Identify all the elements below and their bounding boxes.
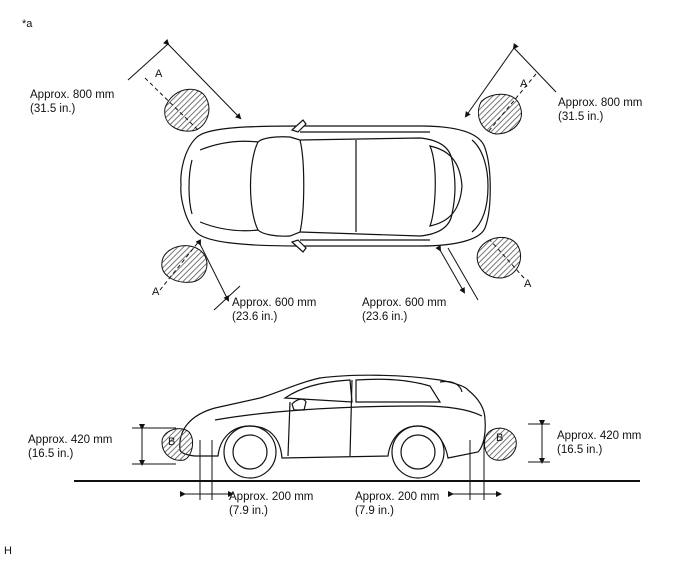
label-line2: (23.6 in.): [362, 311, 408, 323]
label-line1: Approx. 800 mm: [30, 89, 115, 101]
footer-code: H: [4, 545, 12, 557]
label-line1: Approx. 200 mm: [355, 491, 440, 503]
label-line1: Approx. 600 mm: [362, 297, 447, 309]
zone-letter-b: B: [496, 432, 504, 444]
label-line2: (23.6 in.): [232, 311, 278, 323]
label-line1: Approx. 800 mm: [558, 97, 643, 109]
label-line2: (31.5 in.): [30, 103, 76, 115]
label-rear-left-distance: Approx. 600 mm (23.6 in.): [232, 296, 316, 324]
label-front-right-distance: Approx. 800 mm (31.5 in.): [558, 96, 642, 124]
label-rear-sensor-height: Approx. 420 mm (16.5 in.): [557, 429, 641, 457]
detection-zone-rear-left: [161, 245, 208, 283]
label-front-sensor-gap: Approx. 200 mm (7.9 in.): [229, 490, 313, 518]
label-line2: (16.5 in.): [28, 448, 74, 460]
label-line1: Approx. 600 mm: [232, 297, 317, 309]
label-front-sensor-height: Approx. 420 mm (16.5 in.): [28, 433, 112, 461]
label-rear-sensor-gap: Approx. 200 mm (7.9 in.): [355, 490, 439, 518]
axis-letter-a: A: [520, 78, 528, 90]
detection-zone-rear-right: [476, 237, 522, 279]
axis-letter-a: A: [524, 278, 532, 290]
label-line2: (16.5 in.): [557, 444, 603, 456]
label-line2: (7.9 in.): [229, 505, 268, 517]
label-line1: Approx. 200 mm: [229, 491, 314, 503]
detection-zone-side-rear: [483, 427, 517, 461]
figure-tag: *a: [22, 18, 33, 30]
axis-letter-a: A: [155, 68, 163, 80]
label-line1: Approx. 420 mm: [557, 430, 642, 442]
axis-letter-a: A: [152, 286, 160, 298]
dimension-lines-side: [132, 420, 550, 500]
zone-letter-b: B: [168, 436, 176, 448]
detection-zone-front-right: [477, 93, 522, 135]
detection-zone-front-left: [164, 88, 210, 132]
detection-zone-side-front: [161, 428, 193, 461]
label-rear-right-distance: Approx. 600 mm (23.6 in.): [362, 296, 446, 324]
label-line2: (7.9 in.): [355, 505, 394, 517]
dimension-lines-top: [127, 39, 557, 311]
label-line1: Approx. 420 mm: [28, 434, 113, 446]
label-line2: (31.5 in.): [558, 111, 604, 123]
car-side-view: [74, 374, 640, 482]
label-front-left-distance: Approx. 800 mm (31.5 in.): [30, 88, 114, 116]
car-top-view: [180, 119, 491, 253]
